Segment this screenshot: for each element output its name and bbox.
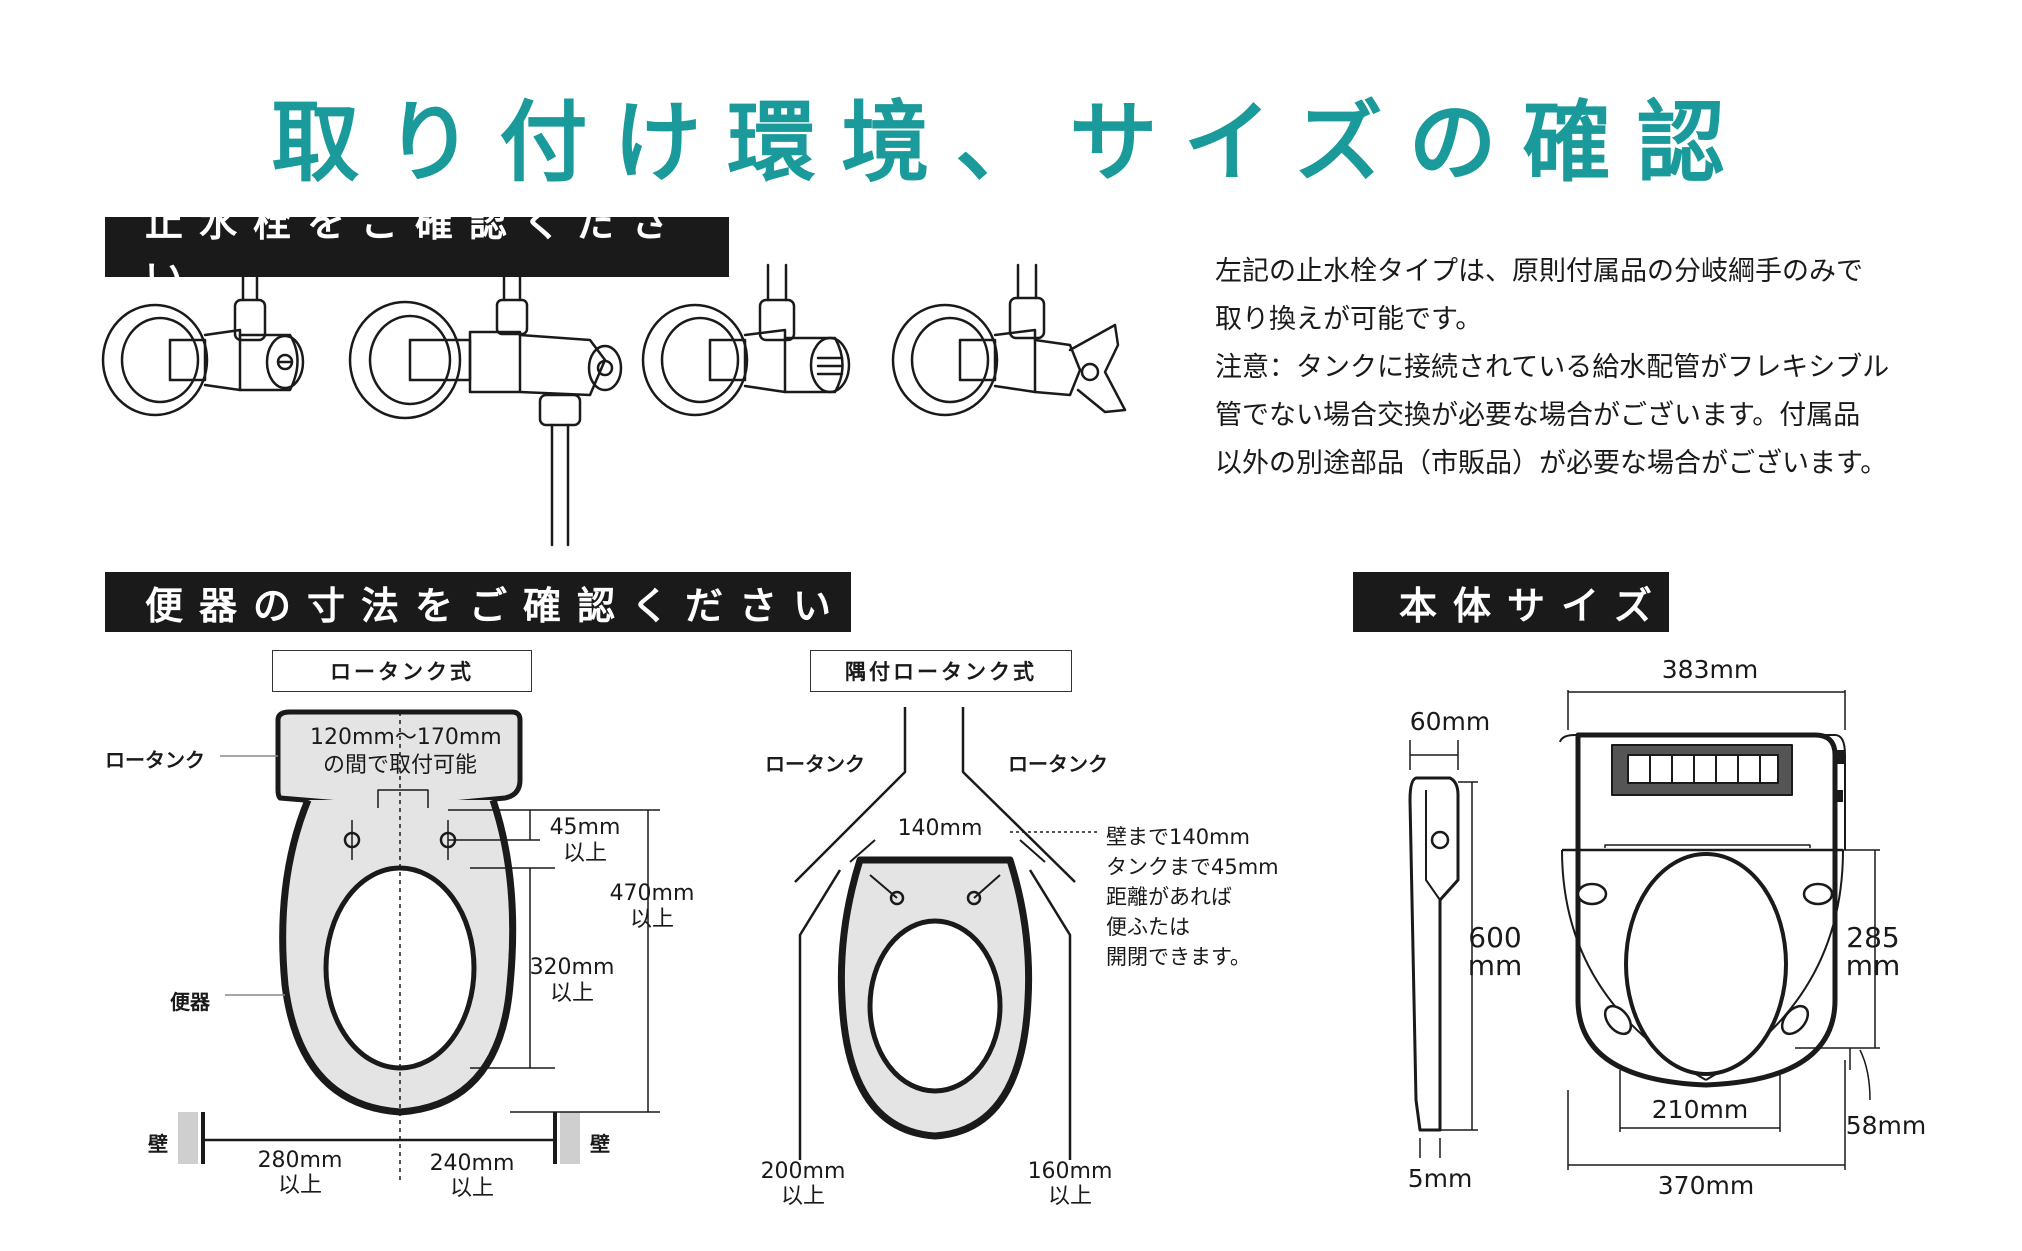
corner-tank-right-label: ロータンク xyxy=(1008,752,1108,776)
corner-note-line-3: 距離があれば xyxy=(1106,885,1232,909)
dim-140-value: 140mm xyxy=(897,816,983,841)
tank-label: ロータンク xyxy=(105,748,205,772)
dim-280-value: 280mm xyxy=(257,1148,343,1173)
dim-320-value: 320mm xyxy=(529,955,615,980)
dim-160-value: 160mm xyxy=(1027,1159,1113,1184)
dim-470-value: 470mm xyxy=(609,881,695,906)
corner-tank-toilet-icon xyxy=(794,707,1100,1160)
corner-note-line-5: 開閉できます。 xyxy=(1106,945,1251,969)
page-title: 取り付け環境、サイズの確認 xyxy=(271,91,1751,194)
section-banner-body-size: 本体サイズ xyxy=(1353,572,1669,632)
dim-280-note: 以上 xyxy=(277,1173,322,1198)
dim-45-value: 45mm xyxy=(549,815,621,840)
section-banner-toilet-label: 便器の寸法をご確認ください xyxy=(145,583,848,628)
section-banner-toilet: 便器の寸法をご確認ください xyxy=(105,572,851,632)
mount-range-line-2: の間で取付可能 xyxy=(322,753,477,778)
dim-320-note: 以上 xyxy=(549,981,594,1006)
corner-note-line-4: 便ふたは xyxy=(1106,915,1190,939)
faucet-type-4-icon xyxy=(891,263,1127,417)
section-banner-body-size-label: 本体サイズ xyxy=(1399,583,1668,628)
dim-200-value: 200mm xyxy=(760,1159,846,1184)
body-width-bottom: 370mm xyxy=(1657,1171,1755,1200)
inner-width: 210mm xyxy=(1651,1095,1749,1124)
dim-240-value: 240mm xyxy=(429,1151,515,1176)
corner-tank-left-label: ロータンク xyxy=(765,752,865,776)
dim-470-note: 以上 xyxy=(629,907,674,932)
low-tank-header-label: ロータンク式 xyxy=(330,660,474,684)
faucet-type-1-icon xyxy=(101,258,305,417)
corner-tank-header-label: 隅付ロータンク式 xyxy=(845,660,1037,684)
body-width-top: 383mm xyxy=(1661,655,1759,684)
faucet-note-line-2: 取り換えが可能です。 xyxy=(1215,304,1483,335)
corner-note-line-1: 壁まで140mm xyxy=(1106,825,1250,849)
offset-58: 58mm xyxy=(1845,1111,1927,1140)
faucet-note-line-3: 注意：タンクに接続されている給水配管がフレキシブル xyxy=(1215,352,1890,383)
dim-45-note: 以上 xyxy=(562,841,607,866)
wall-left-label: 壁 xyxy=(148,1132,168,1156)
corner-note-line-2: タンクまで45mm xyxy=(1106,855,1279,879)
faucet-note-line-5: 以外の別途部品（市販品）が必要な場合がございます。 xyxy=(1215,448,1888,479)
low-tank-toilet-icon xyxy=(178,709,580,1180)
hole-span-value: 285 xyxy=(1846,921,1900,954)
section-banner-faucet: 止水栓をご確認ください xyxy=(105,201,729,300)
dim-240-note: 以上 xyxy=(449,1176,494,1201)
low-tank-header: ロータンク式 xyxy=(272,650,532,692)
body-length-value: 600 xyxy=(1468,921,1522,954)
faucet-note-line-1: 左記の止水栓タイプは、原則付属品の分岐綱手のみで xyxy=(1215,256,1863,287)
dim-160-note: 以上 xyxy=(1047,1184,1092,1209)
faucet-type-2-icon xyxy=(348,263,623,547)
wall-right-label: 壁 xyxy=(590,1132,610,1156)
section-banner-faucet-label: 止水栓をご確認ください xyxy=(145,201,686,300)
faucet-type-3-icon xyxy=(641,263,851,417)
mount-range-line-1: 120mm～170mm xyxy=(310,725,502,750)
hole-span-unit: mm xyxy=(1845,949,1901,982)
body-length-unit: mm xyxy=(1467,949,1523,982)
dim-200-note: 以上 xyxy=(780,1184,825,1209)
toilet-label: 便器 xyxy=(170,990,210,1014)
body-thickness: 60mm xyxy=(1409,707,1491,736)
body-bottom-gap: 5mm xyxy=(1407,1164,1473,1193)
body-size-drawing-icon xyxy=(1408,690,1880,1170)
faucet-note-line-4: 管でない場合交換が必要な場合がございます。付属品 xyxy=(1215,400,1861,431)
corner-tank-header: 隅付ロータンク式 xyxy=(810,650,1072,692)
